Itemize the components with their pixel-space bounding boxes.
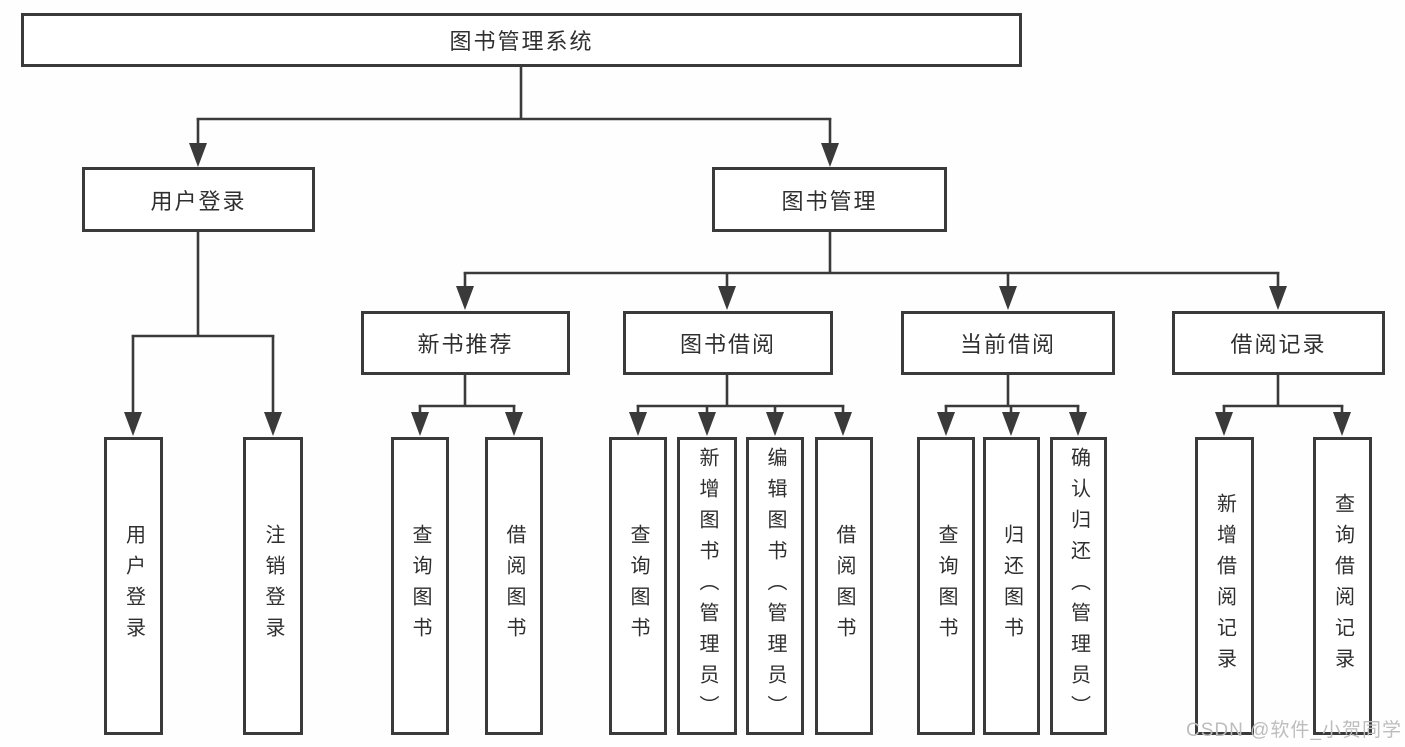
node-book-borrow: 图书借阅 bbox=[623, 311, 833, 375]
leaf-borrow-query-books: 查询图书 bbox=[609, 437, 667, 735]
leaf-user-login: 用户登录 bbox=[104, 437, 163, 735]
leaf-current-query-books: 查询图书 bbox=[917, 437, 975, 735]
node-root: 图书管理系统 bbox=[21, 13, 1022, 67]
node-user-login: 用户登录 bbox=[82, 167, 315, 232]
node-current-borrow: 当前借阅 bbox=[901, 311, 1115, 375]
leaf-newbooks-query-books: 查询图书 bbox=[391, 437, 449, 735]
leaf-current-confirm-return-admin: 确认归还（管理员） bbox=[1050, 437, 1107, 735]
leaf-records-query-record: 查询借阅记录 bbox=[1313, 437, 1372, 735]
watermark: CSDN @软件_小贺同学 bbox=[1186, 720, 1402, 741]
leaf-current-return-books: 归还图书 bbox=[983, 437, 1040, 735]
leaf-newbooks-borrow-books: 借阅图书 bbox=[485, 437, 543, 735]
leaf-records-add-record: 新增借阅记录 bbox=[1195, 437, 1254, 735]
leaf-borrow-add-books-admin: 新增图书（管理员） bbox=[677, 437, 737, 735]
leaf-logout-login: 注销登录 bbox=[243, 437, 303, 735]
leaf-borrow-edit-books-admin: 编辑图书（管理员） bbox=[746, 437, 804, 735]
node-book-management: 图书管理 bbox=[712, 167, 947, 232]
node-new-book-recommend: 新书推荐 bbox=[361, 311, 570, 375]
node-borrow-records: 借阅记录 bbox=[1172, 311, 1385, 375]
leaf-borrow-borrow-books: 借阅图书 bbox=[815, 437, 873, 735]
